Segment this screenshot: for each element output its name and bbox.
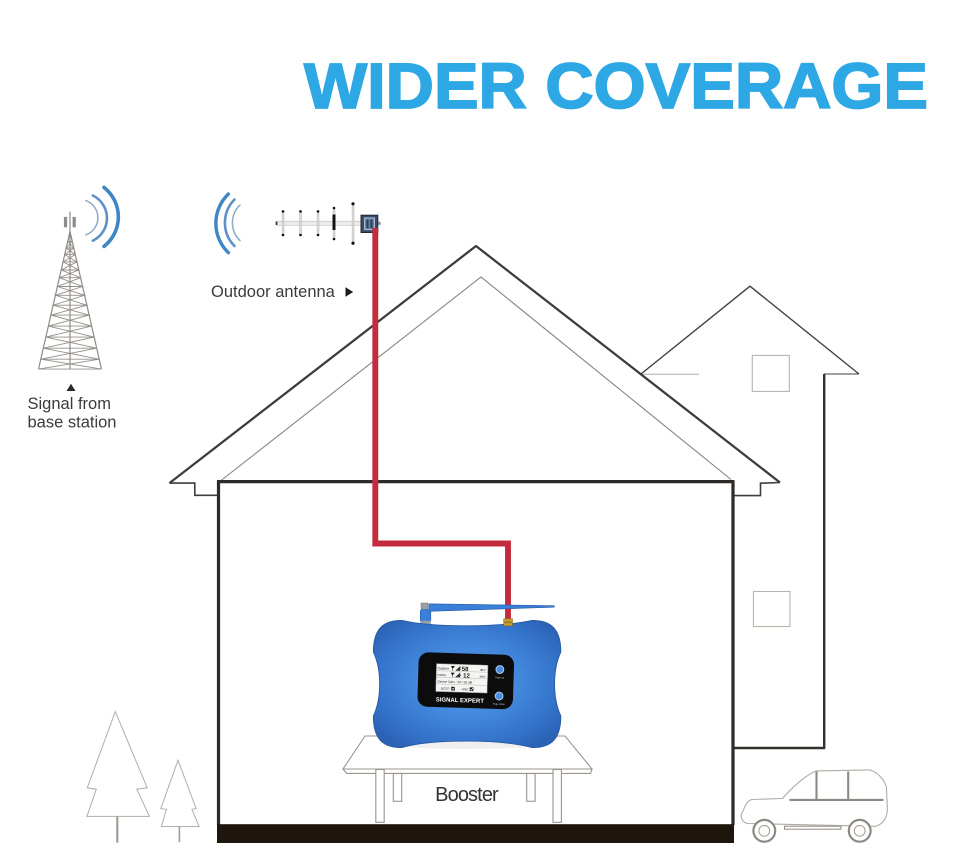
svg-text:Outdoor: Outdoor: [437, 666, 450, 670]
svg-text:Page up: Page up: [495, 676, 505, 679]
svg-text:+ 12: + 12: [458, 672, 471, 679]
svg-text:SIGNAL EXPERT: SIGNAL EXPERT: [436, 697, 485, 705]
svg-text:Indoor: Indoor: [437, 673, 447, 677]
svg-text:AGC: AGC: [462, 687, 470, 691]
svg-text:- 58: - 58: [458, 666, 469, 673]
svg-text:DCS?: DCS?: [441, 687, 450, 691]
svg-text:base station: base station: [28, 413, 117, 431]
svg-text:dBm: dBm: [480, 674, 487, 678]
svg-text:Outdoor antenna: Outdoor antenna: [211, 283, 336, 301]
svg-text:Booster: Booster: [435, 784, 499, 806]
svg-text:WIDER COVERAGE: WIDER COVERAGE: [304, 50, 928, 122]
svg-text:Page down: Page down: [493, 703, 506, 706]
svg-text:Device Gain : 50 / 50 dB: Device Gain : 50 / 50 dB: [437, 680, 472, 685]
svg-text:dBm: dBm: [480, 668, 487, 672]
svg-text:Signal from: Signal from: [28, 395, 111, 413]
